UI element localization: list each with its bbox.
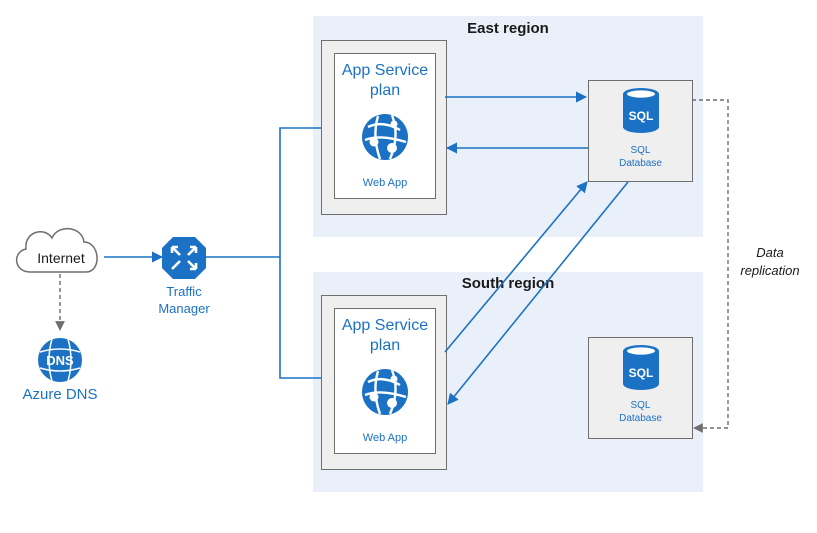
east-sql-label-line2: Database [619,158,662,169]
east-web-app-icon [362,114,408,160]
south-region-title: South region [461,275,555,292]
data-replication-label-line2: replication [740,263,800,278]
south-web-app-icon [362,369,408,415]
south-app-service-plan: App Service plan Web App [321,295,447,470]
traffic-manager-label-line1: Traffic [166,284,202,299]
azure-dns-label: Azure DNS [22,386,98,403]
east-plan-title-line1: App Service [341,62,429,79]
svg-text:SQL: SQL [629,366,654,380]
east-sql-label-line1: SQL [630,145,651,156]
traffic-manager-label-line2: Manager [158,301,210,316]
south-plan-title-line1: App Service [341,317,429,334]
east-app-service-plan: App Service plan Web App [321,40,447,215]
south-sql-database: SQL SQL Database [588,337,693,439]
east-web-app-label: Web App [362,177,408,189]
east-region-title: East region [467,20,549,37]
south-app-service-plan-inner: App Service plan Web App [334,308,436,454]
south-sql-label-line1: SQL [630,400,651,411]
south-sql-database-icon: SQL [623,345,659,390]
east-db-to-south-app-arrow [447,181,629,405]
south-app-to-east-db-arrow [444,181,588,353]
south-sql-label-line2: Database [619,413,662,424]
east-plan-title-line2: plan [369,82,401,99]
internet-label: Internet [37,250,85,266]
south-plan-title-line2: plan [369,337,401,354]
svg-text:DNS: DNS [46,353,74,368]
east-sql-database: SQL SQL Database [588,80,693,182]
traffic-manager-icon [162,237,206,279]
cloud-icon [16,228,98,273]
dns-icon: DNS [38,338,82,382]
data-replication-arrow [692,99,729,433]
east-app-service-plan-inner: App Service plan Web App [334,53,436,199]
traffic-manager-branch [279,127,321,379]
data-replication-label-line1: Data [756,245,784,260]
east-sql-database-icon: SQL [623,88,659,133]
south-web-app-label: Web App [362,432,408,444]
svg-text:SQL: SQL [629,109,654,123]
